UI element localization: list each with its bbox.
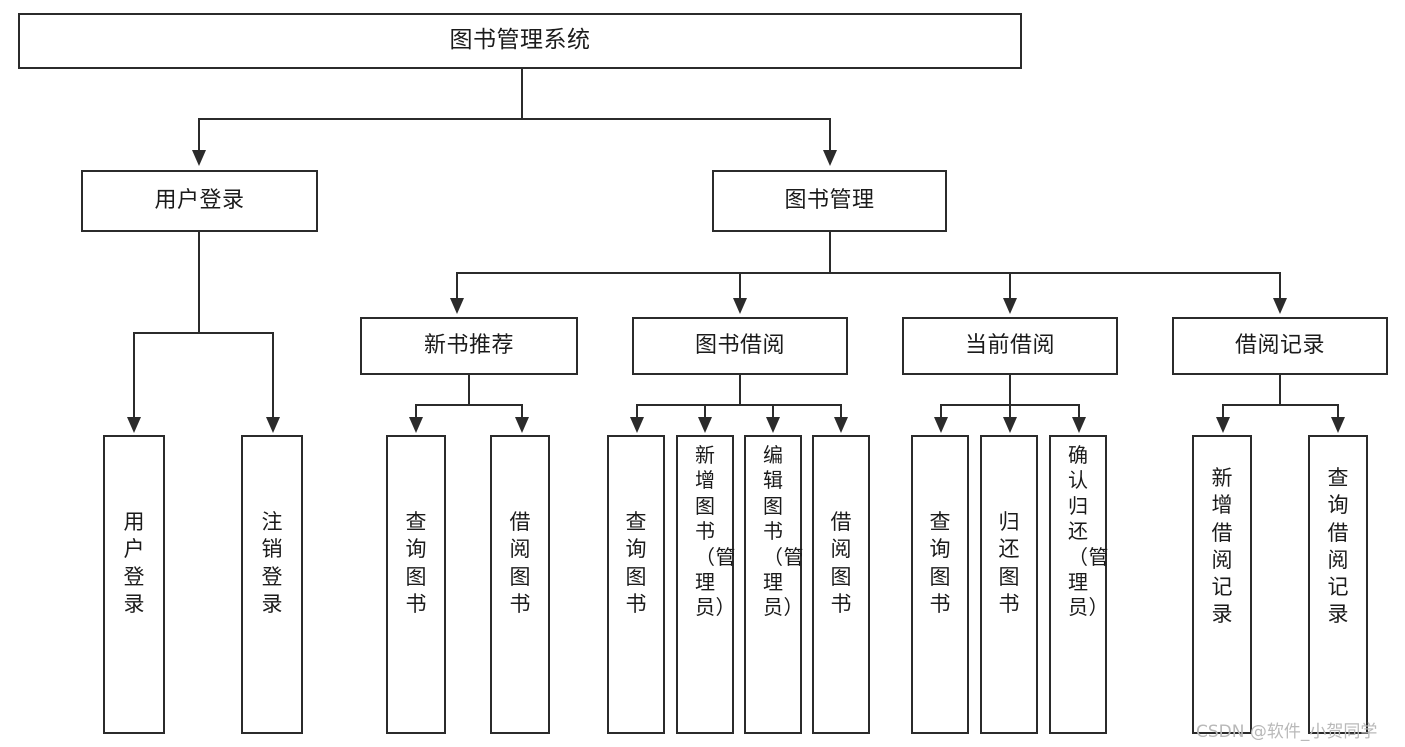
edge-new-book-rec-to-leaf-1 (415, 404, 417, 419)
node-label: 借阅图书 (830, 510, 852, 616)
edge-book-borrow-to-leaf-3 (772, 404, 774, 419)
node-label: 编辑图书（管理员） (763, 443, 804, 620)
arrowhead-to-book-borrow (733, 298, 747, 314)
node-label: 用户登录 (154, 188, 245, 214)
node-label: 归还图书 (998, 510, 1020, 616)
node-label: 注销登录 (261, 510, 283, 616)
leaf-node-user-login[interactable]: 用户登录 (103, 435, 165, 734)
arrowhead-to-borrow-record (1273, 298, 1287, 314)
leaf-node-confirm-return[interactable]: 确认归还（管理员） (1049, 435, 1109, 734)
node-label: 新书推荐 (423, 333, 514, 359)
edge-user-login-to-leaf-2 (272, 332, 274, 419)
node-label: 查询借阅记录 (1327, 466, 1349, 627)
arrowhead-to-leaf-add-record (1216, 417, 1230, 433)
edge-current-borrow-to-leaf-2 (1009, 404, 1011, 419)
leaf-node-borrow-book-2[interactable]: 借阅图书 (812, 435, 870, 734)
edge-book-manage-to-borrow-record (1279, 272, 1281, 300)
arrowhead-to-leaf-borrow-book-2 (834, 417, 848, 433)
arrowhead-to-leaf-query-record (1331, 417, 1345, 433)
edge-book-manage-stem (829, 232, 831, 273)
edge-root-to-book-manage (829, 118, 831, 152)
arrowhead-to-current-borrow (1003, 298, 1017, 314)
edge-user-login-bar (133, 332, 273, 334)
node-label: 查询图书 (625, 510, 647, 616)
arrowhead-to-leaf-query-book-2 (630, 417, 644, 433)
node-book-management[interactable]: 图书管理 (712, 170, 947, 232)
arrowhead-to-leaf-query-book-3 (934, 417, 948, 433)
leaf-node-user-logout[interactable]: 注销登录 (241, 435, 303, 734)
edge-borrow-record-stem (1279, 375, 1281, 405)
edge-current-borrow-stem (1009, 375, 1011, 405)
leaf-node-query-book-1[interactable]: 查询图书 (386, 435, 446, 734)
edge-new-book-rec-stem (468, 375, 470, 405)
arrowhead-to-leaf-confirm-return (1072, 417, 1086, 433)
node-label: 用户登录 (123, 510, 145, 616)
arrowhead-to-leaf-user-login (127, 417, 141, 433)
edge-borrow-record-to-leaf-2 (1337, 404, 1339, 419)
arrowhead-to-user-login (192, 150, 206, 166)
arrowhead-to-leaf-return-book (1003, 417, 1017, 433)
node-root-book-management-system[interactable]: 图书管理系统 (18, 13, 1022, 69)
node-label: 借阅记录 (1234, 333, 1325, 359)
arrowhead-to-book-manage (823, 150, 837, 166)
leaf-node-edit-book[interactable]: 编辑图书（管理员） (744, 435, 804, 734)
edge-root-bar (198, 118, 831, 120)
edge-new-book-rec-bar (415, 404, 523, 406)
node-label: 查询图书 (929, 510, 951, 616)
node-label: 图书管理 (784, 188, 875, 214)
node-book-borrow[interactable]: 图书借阅 (632, 317, 848, 375)
node-label: 确认归还（管理员） (1068, 443, 1109, 620)
csdn-watermark: CSDN @软件_小贺同学 (1196, 722, 1378, 742)
edge-current-borrow-to-leaf-3 (1078, 404, 1080, 419)
leaf-node-borrow-book-1[interactable]: 借阅图书 (490, 435, 550, 734)
edge-book-borrow-to-leaf-2 (704, 404, 706, 419)
node-borrow-record[interactable]: 借阅记录 (1172, 317, 1388, 375)
arrowhead-to-leaf-user-logout (266, 417, 280, 433)
edge-user-login-stem (198, 232, 200, 333)
leaf-node-return-book[interactable]: 归还图书 (980, 435, 1038, 734)
arrowhead-to-leaf-borrow-book-1 (515, 417, 529, 433)
edge-root-to-user-login (198, 118, 200, 152)
leaf-node-add-book[interactable]: 新增图书（管理员） (676, 435, 736, 734)
edge-book-manage-to-new-book-rec (456, 272, 458, 300)
edge-current-borrow-to-leaf-1 (940, 404, 942, 419)
node-label: 借阅图书 (509, 510, 531, 616)
leaf-node-query-book-2[interactable]: 查询图书 (607, 435, 665, 734)
node-label: 新增图书（管理员） (695, 443, 736, 620)
edge-root-stem (521, 69, 523, 119)
node-user-login[interactable]: 用户登录 (81, 170, 318, 232)
node-label: 图书管理系统 (449, 27, 591, 54)
node-label: 当前借阅 (964, 333, 1055, 359)
edge-user-login-to-leaf-1 (133, 332, 135, 419)
node-current-borrow[interactable]: 当前借阅 (902, 317, 1118, 375)
edge-new-book-rec-to-leaf-2 (521, 404, 523, 419)
node-label: 查询图书 (405, 510, 427, 616)
edge-borrow-record-bar (1222, 404, 1339, 406)
edge-book-borrow-stem (739, 375, 741, 405)
node-label: 图书借阅 (694, 333, 785, 359)
arrowhead-to-leaf-edit-book (766, 417, 780, 433)
arrowhead-to-new-book-rec (450, 298, 464, 314)
node-label: 新增借阅记录 (1211, 466, 1233, 627)
edge-book-borrow-bar (636, 404, 842, 406)
edge-borrow-record-to-leaf-1 (1222, 404, 1224, 419)
edge-book-manage-bar (456, 272, 1281, 274)
arrowhead-to-leaf-query-book-1 (409, 417, 423, 433)
leaf-node-query-book-3[interactable]: 查询图书 (911, 435, 969, 734)
edge-book-manage-to-current-borrow (1009, 272, 1011, 300)
node-new-book-recommendation[interactable]: 新书推荐 (360, 317, 578, 375)
leaf-node-add-record[interactable]: 新增借阅记录 (1192, 435, 1252, 734)
edge-book-borrow-to-leaf-1 (636, 404, 638, 419)
leaf-node-query-record[interactable]: 查询借阅记录 (1308, 435, 1368, 734)
edge-book-borrow-to-leaf-4 (840, 404, 842, 419)
edge-book-manage-to-book-borrow (739, 272, 741, 300)
arrowhead-to-leaf-add-book (698, 417, 712, 433)
